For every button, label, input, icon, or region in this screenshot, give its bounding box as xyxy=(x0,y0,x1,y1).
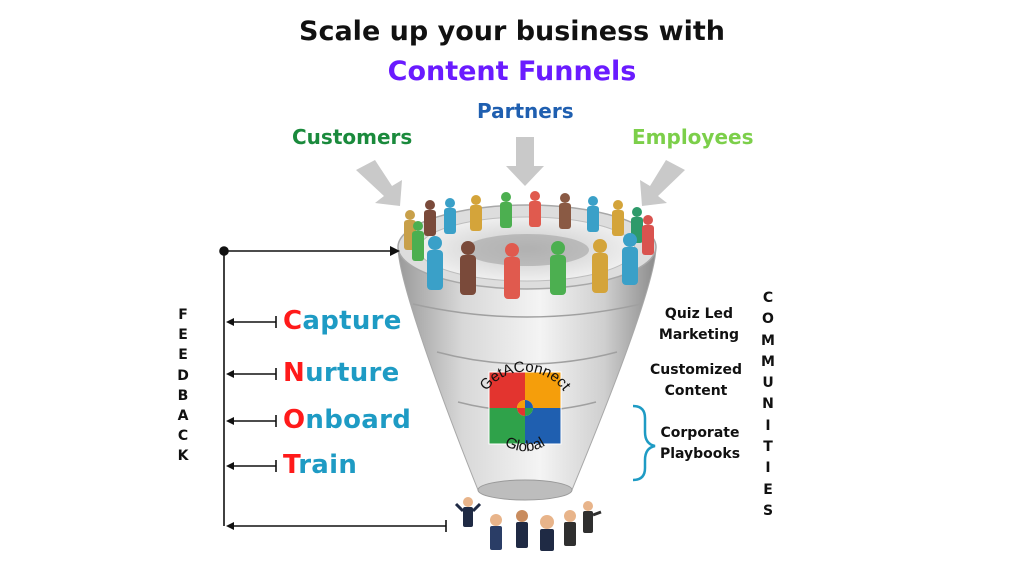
communities-letter: U xyxy=(762,375,774,392)
step-capture: Capture xyxy=(283,306,402,336)
feedback-letter: F xyxy=(178,307,188,323)
step-initial: O xyxy=(283,405,306,435)
title-line-2: Content Funnels xyxy=(387,56,637,87)
people-crowd xyxy=(404,191,654,299)
communities-letter: M xyxy=(761,332,775,349)
step-initial: T xyxy=(283,450,299,480)
step-initial: C xyxy=(283,306,303,336)
feedback-letter: B xyxy=(177,387,189,404)
communities-letter: T xyxy=(763,439,773,456)
logo-bottom-text: Global xyxy=(503,434,548,456)
customers-arrow xyxy=(356,160,402,206)
label-line: Content xyxy=(664,383,728,399)
step-rest: apture xyxy=(302,306,402,336)
customers-label: Customers xyxy=(292,125,413,149)
communities-letter: C xyxy=(762,290,774,306)
communities-letter: I xyxy=(765,460,771,477)
communities-letter: I xyxy=(765,417,771,434)
feedback-letter: C xyxy=(177,428,189,445)
label-line: Corporate xyxy=(660,425,740,441)
communities-letter: M xyxy=(761,353,775,370)
communities-letter: S xyxy=(762,502,774,519)
label-line: Quiz Led xyxy=(664,306,734,322)
customized-content-label: Customized Content xyxy=(644,360,748,402)
label-line: Customized xyxy=(650,362,742,378)
label-line: Marketing xyxy=(658,327,740,343)
employees-label: Employees xyxy=(632,125,754,149)
feedback-letter: E xyxy=(178,327,188,344)
quiz-led-marketing-label: Quiz Led Marketing xyxy=(650,304,748,346)
feedback-letter: D xyxy=(177,367,189,384)
step-rest: rain xyxy=(298,450,358,480)
playbooks-brace xyxy=(632,404,656,482)
title-line-1: Scale up your business with xyxy=(299,16,725,47)
communities-letter: N xyxy=(762,396,774,413)
corporate-playbooks-label: Corporate Playbooks xyxy=(652,423,748,465)
step-nurture: Nurture xyxy=(283,358,400,388)
feedback-letter: A xyxy=(177,408,189,425)
feedback-letter: E xyxy=(178,347,188,364)
partners-label: Partners xyxy=(477,99,574,123)
step-onboard: Onboard xyxy=(283,405,411,435)
step-rest: nboard xyxy=(305,405,412,435)
partners-arrow xyxy=(506,137,544,186)
label-line: Playbooks xyxy=(659,446,741,462)
business-people-group xyxy=(454,497,602,551)
feedback-loop xyxy=(219,246,447,532)
communities-letter: E xyxy=(763,481,773,498)
communities-letter: O xyxy=(762,311,774,328)
employees-arrow xyxy=(640,160,685,206)
logo-puzzle-icon xyxy=(488,371,562,445)
step-train: Train xyxy=(283,450,357,480)
feedback-letter: K xyxy=(177,448,189,465)
communities-label: C O M M U N I T I E S xyxy=(759,288,777,522)
step-initial: N xyxy=(283,358,306,388)
step-rest: urture xyxy=(305,358,400,388)
feedback-label: F E E D B A C K xyxy=(176,305,190,467)
